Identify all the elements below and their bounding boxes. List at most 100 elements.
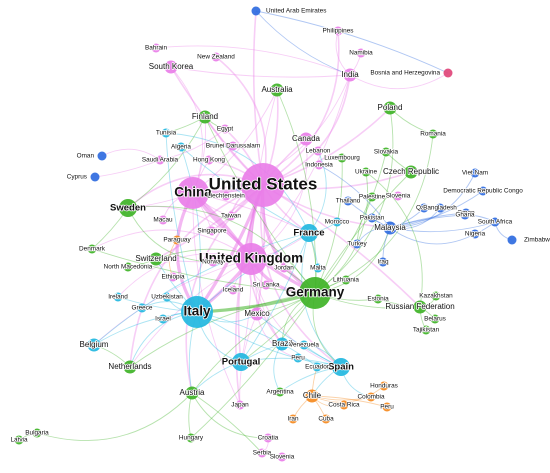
node-turkey[interactable] bbox=[352, 239, 362, 249]
node-oman[interactable] bbox=[97, 151, 107, 161]
node-ukraine[interactable] bbox=[361, 167, 371, 177]
node-peru[interactable] bbox=[382, 402, 392, 412]
node-chile[interactable] bbox=[305, 389, 319, 403]
node-egypt[interactable] bbox=[220, 124, 230, 134]
node-iraq[interactable] bbox=[378, 257, 388, 267]
node-malaysia[interactable] bbox=[383, 221, 397, 235]
node-qatar[interactable] bbox=[419, 203, 429, 213]
node-nigeria[interactable] bbox=[470, 229, 480, 239]
node-finland[interactable] bbox=[198, 110, 212, 124]
node-macau[interactable] bbox=[158, 215, 168, 225]
node-lithuania[interactable] bbox=[341, 275, 351, 285]
node-uae[interactable] bbox=[251, 6, 261, 16]
node-hong-kong[interactable] bbox=[204, 155, 214, 165]
node-israel[interactable] bbox=[158, 314, 168, 324]
node-brazil[interactable] bbox=[275, 337, 289, 351]
node-czech[interactable] bbox=[404, 165, 418, 179]
node-switzerland[interactable] bbox=[149, 252, 163, 266]
node-latvia[interactable] bbox=[14, 435, 24, 445]
node-algeria[interactable] bbox=[176, 142, 186, 152]
node-japan[interactable] bbox=[235, 400, 245, 410]
node-south-africa[interactable] bbox=[490, 217, 500, 227]
node-costa-rica[interactable] bbox=[339, 400, 349, 410]
node-ethiopia[interactable] bbox=[168, 272, 178, 282]
node-germany[interactable] bbox=[299, 277, 331, 309]
node-romania[interactable] bbox=[428, 129, 438, 139]
node-iran[interactable] bbox=[288, 414, 298, 424]
node-colombia[interactable] bbox=[366, 392, 376, 402]
node-palestine[interactable] bbox=[367, 192, 377, 202]
node-malta[interactable] bbox=[313, 263, 323, 273]
node-denmark[interactable] bbox=[87, 244, 97, 254]
node-russia[interactable] bbox=[413, 300, 427, 314]
node-uzbekistan[interactable] bbox=[162, 292, 172, 302]
node-ghana[interactable] bbox=[460, 210, 470, 220]
node-thailand[interactable] bbox=[343, 196, 353, 206]
node-morocco[interactable] bbox=[332, 217, 342, 227]
node-france[interactable] bbox=[300, 224, 318, 242]
node-hungary[interactable] bbox=[186, 433, 196, 443]
node-tunisia[interactable] bbox=[161, 128, 171, 138]
node-north-macedonia[interactable] bbox=[123, 262, 133, 272]
node-tajikistan[interactable] bbox=[421, 325, 431, 335]
node-india[interactable] bbox=[343, 68, 357, 82]
node-slovenia[interactable] bbox=[393, 191, 403, 201]
node-slovakia[interactable] bbox=[381, 147, 391, 157]
node-paraguay[interactable] bbox=[172, 235, 182, 245]
node-canada[interactable] bbox=[299, 132, 313, 146]
node-cyprus[interactable] bbox=[90, 172, 100, 182]
node-bahrain[interactable] bbox=[151, 43, 161, 53]
node-pakistan[interactable] bbox=[367, 213, 377, 223]
node-liechtenstein[interactable] bbox=[221, 191, 231, 201]
node-philippines[interactable] bbox=[333, 26, 343, 36]
node-australia[interactable] bbox=[270, 83, 284, 97]
edge-uae-bosnia bbox=[255, 10, 449, 74]
node-belarus[interactable] bbox=[430, 314, 440, 324]
node-jordan[interactable] bbox=[279, 263, 289, 273]
node-honduras[interactable] bbox=[379, 381, 389, 391]
node-croatia[interactable] bbox=[263, 433, 273, 443]
node-united-states[interactable] bbox=[241, 163, 285, 207]
node-brunei[interactable] bbox=[228, 141, 238, 151]
node-sweden[interactable] bbox=[119, 199, 137, 217]
node-bangladesh[interactable] bbox=[435, 203, 445, 213]
node-cuba[interactable] bbox=[321, 414, 331, 424]
node-netherlands[interactable] bbox=[123, 360, 137, 374]
node-spain[interactable] bbox=[332, 358, 350, 376]
node-zimbabwe[interactable] bbox=[507, 235, 517, 245]
node-portugal[interactable] bbox=[232, 353, 250, 371]
node-greece[interactable] bbox=[137, 303, 147, 313]
node-taiwan[interactable] bbox=[226, 211, 236, 221]
node-luxembourg[interactable] bbox=[337, 153, 347, 163]
node-bosnia[interactable] bbox=[443, 68, 453, 78]
node-china[interactable] bbox=[177, 177, 209, 209]
node-lebanon[interactable] bbox=[313, 146, 323, 156]
node-bulgaria[interactable] bbox=[32, 428, 42, 438]
node-kazakhstan[interactable] bbox=[431, 291, 441, 301]
node-slovenia2[interactable] bbox=[277, 452, 287, 462]
node-saudi-arabia[interactable] bbox=[155, 155, 165, 165]
node-venezuela[interactable] bbox=[299, 340, 309, 350]
node-united-kingdom[interactable] bbox=[235, 243, 267, 275]
node-new-zealand[interactable] bbox=[211, 52, 221, 62]
node-belgium[interactable] bbox=[87, 338, 101, 352]
node-austria[interactable] bbox=[185, 386, 199, 400]
node-viet-nam[interactable] bbox=[470, 168, 480, 178]
node-estonia[interactable] bbox=[373, 294, 383, 304]
node-peru-cyan[interactable] bbox=[293, 353, 303, 363]
node-poland[interactable] bbox=[383, 101, 397, 115]
node-italy[interactable] bbox=[181, 296, 213, 328]
node-south-korea[interactable] bbox=[164, 60, 178, 74]
node-singapore[interactable] bbox=[207, 226, 217, 236]
node-ecuador[interactable] bbox=[312, 362, 322, 372]
node-norway[interactable] bbox=[208, 257, 218, 267]
node-sri-lanka[interactable] bbox=[261, 280, 271, 290]
node-serbia[interactable] bbox=[257, 448, 267, 458]
node-indonesia[interactable] bbox=[314, 160, 324, 170]
node-drc[interactable] bbox=[478, 186, 488, 196]
node-namibia[interactable] bbox=[356, 48, 366, 58]
node-ireland[interactable] bbox=[113, 292, 123, 302]
node-argentina[interactable] bbox=[275, 387, 285, 397]
node-mexico[interactable] bbox=[250, 307, 264, 321]
node-iceland[interactable] bbox=[228, 285, 238, 295]
